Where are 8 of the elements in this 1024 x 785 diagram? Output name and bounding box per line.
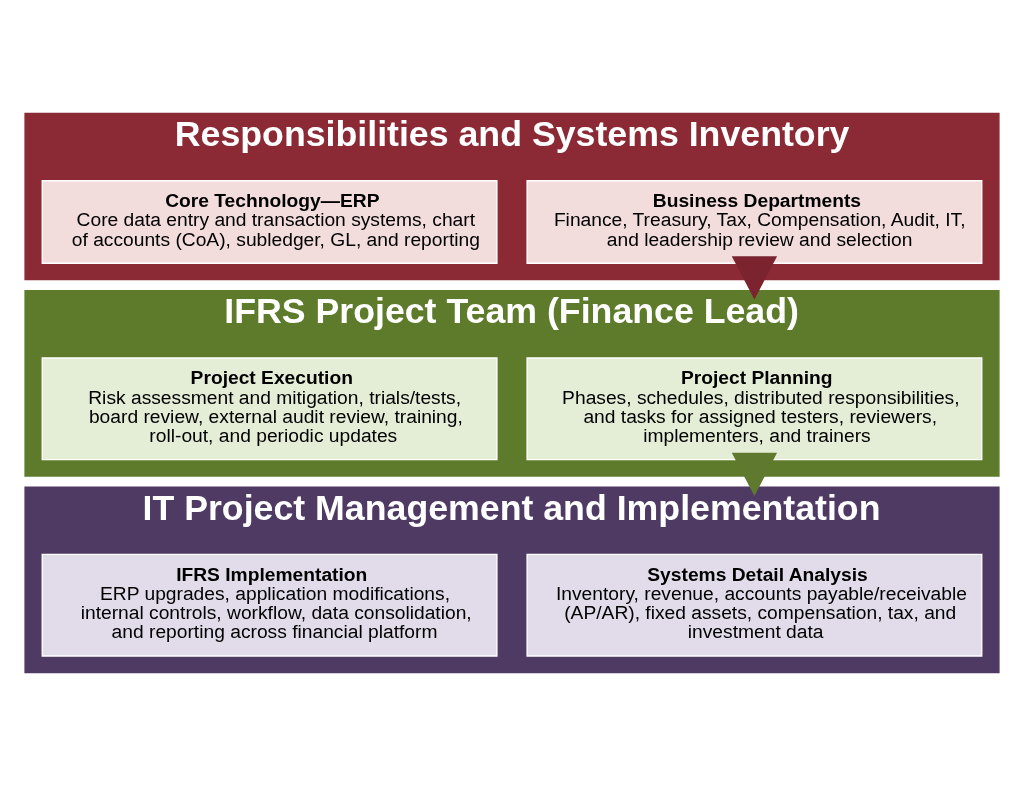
arrow — [731, 452, 778, 496]
arrow — [731, 255, 778, 300]
node-box: IFRS Implementation ERP upgrades, application modifications, internal controls, workflow, data consolidation, and reporting across financial platform — [41, 553, 498, 657]
node-box: Systems Detail Analysis Inventory, revenue, accounts payable/receivable (AP/AR), fixed assets, compensation, tax, and investment data — [526, 553, 983, 657]
node-box: Project Planning Phases, schedules, distributed responsibilities, and tasks for assigned testers, reviewers, implementers, and trainers — [526, 356, 983, 460]
node-box: Core Technology—ERP Core data entry and transaction systems, chart of accounts (CoA), subledger, GL, and reporting — [41, 179, 498, 264]
node-box: Business Departments Finance, Treasury, Tax, Compensation, Audit, IT, and leadership review and selection — [526, 179, 983, 264]
node-box: Project Execution Risk assessment and mitigation, trials/tests, board review, external audit review, training, roll-out, and periodic updates — [41, 356, 498, 460]
